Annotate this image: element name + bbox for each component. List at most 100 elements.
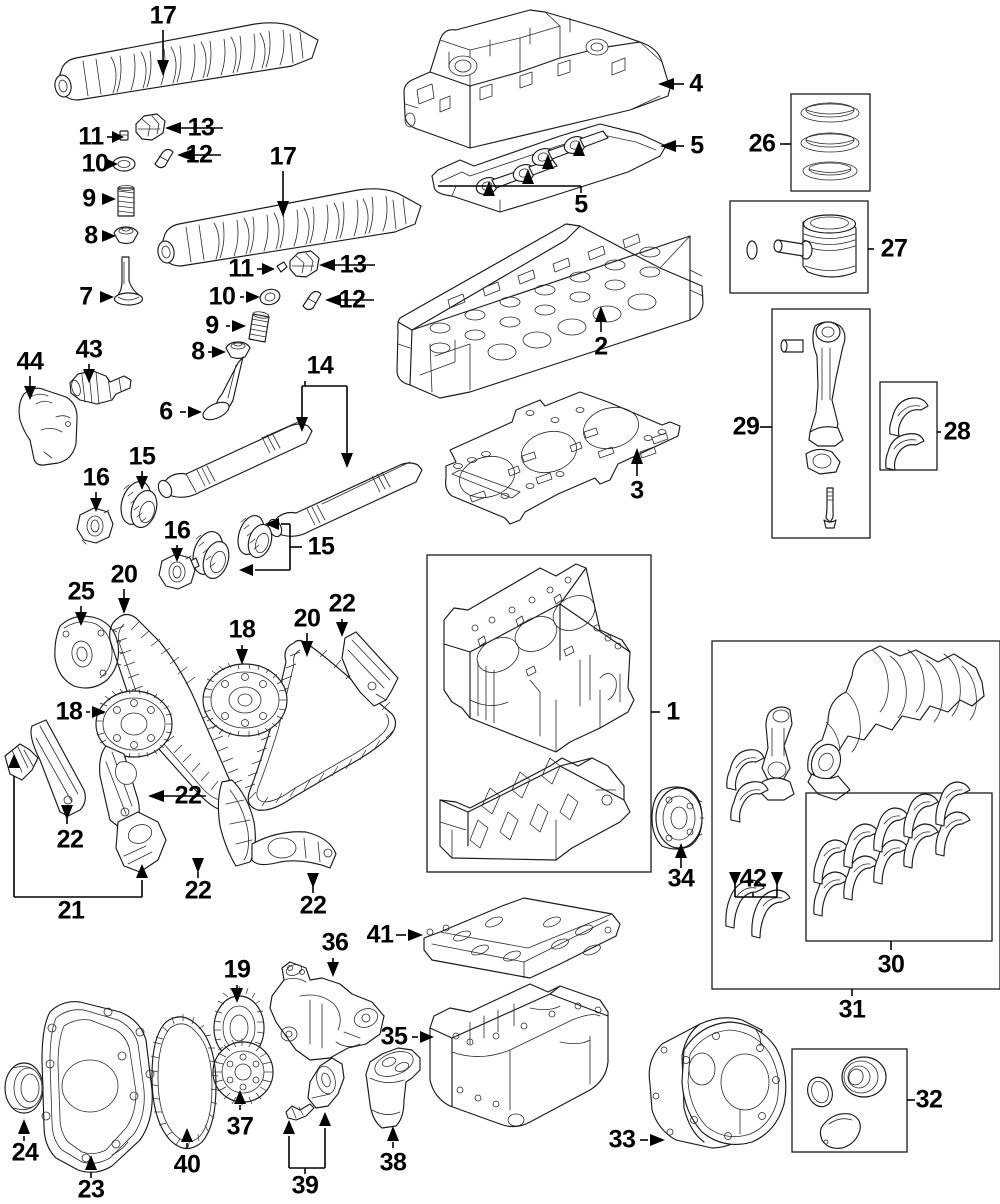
callout-22-guide-left: 22: [56, 825, 84, 854]
leader-17-intake-camshaft: [277, 171, 289, 217]
part-valve-keeper-1: [119, 130, 129, 141]
callout-30-main-bearings: 30: [877, 950, 905, 979]
leader-10-stem-seal-2: [240, 291, 260, 303]
part-hydraulic-lash-adjuster-2: [302, 290, 322, 311]
leader-24-front-seal: [18, 1119, 30, 1141]
leader-20-chain-left: [118, 589, 130, 614]
part-cylinder-block: [443, 563, 635, 753]
leader-25-phaser: [75, 606, 87, 626]
callout-12-lash-adjuster-1: 12: [185, 140, 213, 169]
callout-10-valve-stem-seal-2: 10: [208, 282, 236, 311]
leader-22-guide-mid: [148, 790, 206, 802]
leader-10-stem-seal-1: [105, 158, 118, 170]
part-timing-cover-plate: [18, 387, 78, 466]
callout-26-piston-rings: 26: [748, 129, 776, 158]
leader-20-chain-right: [301, 633, 313, 657]
part-crankshaft-pulley: [651, 786, 705, 850]
callout-35-oil-pan: 35: [380, 1022, 408, 1051]
callout-3-head-gasket: 3: [630, 476, 644, 505]
callout-18-sprocket-2: 18: [55, 697, 83, 726]
leader-40-oil-pump-chain: [181, 1128, 193, 1148]
leader-43-cam-sensor: [83, 364, 95, 383]
part-chain-guide-left-long: [30, 719, 86, 817]
part-camshaft-intake: [157, 188, 422, 267]
callout-20-chain-left: 20: [110, 560, 138, 589]
callout-9-valve-spring-1: 9: [82, 184, 96, 213]
part-oil-pump: [269, 961, 385, 1061]
group-box-26: [790, 93, 871, 192]
leader-22-guide-top-right: [336, 619, 348, 637]
leader-7-exhaust-valve: [100, 291, 114, 303]
callout-22-guide-top-right: 22: [328, 589, 356, 618]
callout-18-sprocket-1: 18: [228, 615, 256, 644]
callout-4-valve-cover: 4: [689, 69, 703, 98]
callout-37-oil-pump-sprocket: 37: [226, 1112, 254, 1141]
part-timing-sprocket-2: [95, 688, 173, 759]
callout-25-cam-phaser: 25: [67, 577, 95, 606]
callout-1-cylinder-block: 1: [666, 697, 680, 726]
leader-8-retainer-1: [102, 230, 116, 242]
part-camshaft-exhaust: [54, 22, 319, 101]
part-chain-guide-arc-1: [217, 779, 256, 867]
callout-2-cylinder-head: 2: [594, 332, 608, 361]
part-oil-pickup-tube: [365, 1047, 421, 1129]
callout-24-front-seal: 24: [11, 1138, 39, 1167]
leader-38-oil-pickup: [387, 1126, 399, 1148]
leader-2-cylinder-head: [595, 306, 607, 332]
callout-15-balance-gear-1: 15: [128, 442, 156, 471]
part-rocker-arm-2: [289, 250, 320, 278]
callout-33-rear-cover: 33: [608, 1125, 636, 1154]
callout-27-piston: 27: [880, 234, 908, 263]
part-piston-ring-set: [800, 102, 860, 181]
leader-21-tensioner-group: [8, 754, 148, 898]
part-intake-valve: [202, 356, 244, 421]
part-chain-guide-curved: [115, 811, 167, 873]
group-box-1: [426, 554, 652, 873]
part-oil-pump-tensioner-bolt: [285, 1103, 315, 1121]
part-balance-shaft-bearing-2: [158, 553, 196, 590]
leader-36-oil-pump: [327, 958, 339, 977]
callout-34-crank-pulley: 34: [667, 864, 695, 893]
part-spark-plug-tube-seals: [475, 130, 609, 195]
leader-19-oil-pump-sprocket: [231, 985, 243, 1003]
leader-41-windage-tray: [396, 929, 423, 941]
callout-21-tensioner-group: 21: [57, 896, 85, 925]
leader-22-guide-left: [61, 805, 73, 824]
callout-28-rod-bearings: 28: [943, 417, 971, 446]
callout-5-tube-seals: 5: [574, 190, 588, 219]
callout-38-oil-pickup: 38: [379, 1148, 407, 1177]
part-rocker-arm-1: [135, 113, 166, 141]
part-main-bearing-set: [813, 781, 971, 917]
leader-13-rocker-arm-1: [165, 122, 223, 134]
callout-22-guide-mid: 22: [174, 781, 202, 810]
callout-10-valve-stem-seal-1: 10: [81, 149, 109, 178]
leader-35-oil-pan: [412, 1031, 434, 1043]
leader-15-gears-2-3: [239, 518, 302, 576]
leader-16-bearing-2: [171, 545, 183, 562]
callout-39-oil-pump-tensioner: 39: [291, 1171, 319, 1200]
callout-32-rear-seal-kit: 32: [915, 1085, 943, 1114]
leader-5-gasket: [660, 140, 684, 152]
callout-41-windage-tray: 41: [366, 920, 394, 949]
part-oil-pump-sprocket: [212, 1038, 274, 1106]
leader-18-sprocket-2: [86, 706, 106, 718]
leader-8-retainer-2: [208, 346, 226, 358]
part-thrust-bearing-sample: [726, 749, 769, 823]
part-windage-tray: [423, 897, 621, 979]
part-rear-crankshaft-seal-kit: [807, 1056, 887, 1149]
part-balance-shaft-upper: [157, 420, 313, 499]
leader-11-keeper-1: [107, 131, 124, 143]
part-oil-pump-chain: [149, 1014, 219, 1150]
callout-11-valve-keeper-1: 11: [78, 122, 104, 151]
callout-42-thrust-bearings: 42: [739, 864, 767, 893]
callout-19-oil-pump-drive: 19: [223, 955, 251, 984]
part-valve-spring-2: [248, 311, 270, 343]
callout-7-exhaust-valve: 7: [79, 282, 93, 311]
callout-15-balance-gears: 15: [307, 532, 335, 561]
callout-36-oil-pump: 36: [321, 928, 349, 957]
callout-16-bearing-1: 16: [82, 463, 110, 492]
callout-40-oil-pump-chain: 40: [173, 1150, 201, 1179]
callout-29-conn-rod: 29: [732, 412, 760, 441]
leader-42-thrust-bearings: [729, 872, 783, 898]
part-exhaust-valve: [113, 256, 144, 306]
